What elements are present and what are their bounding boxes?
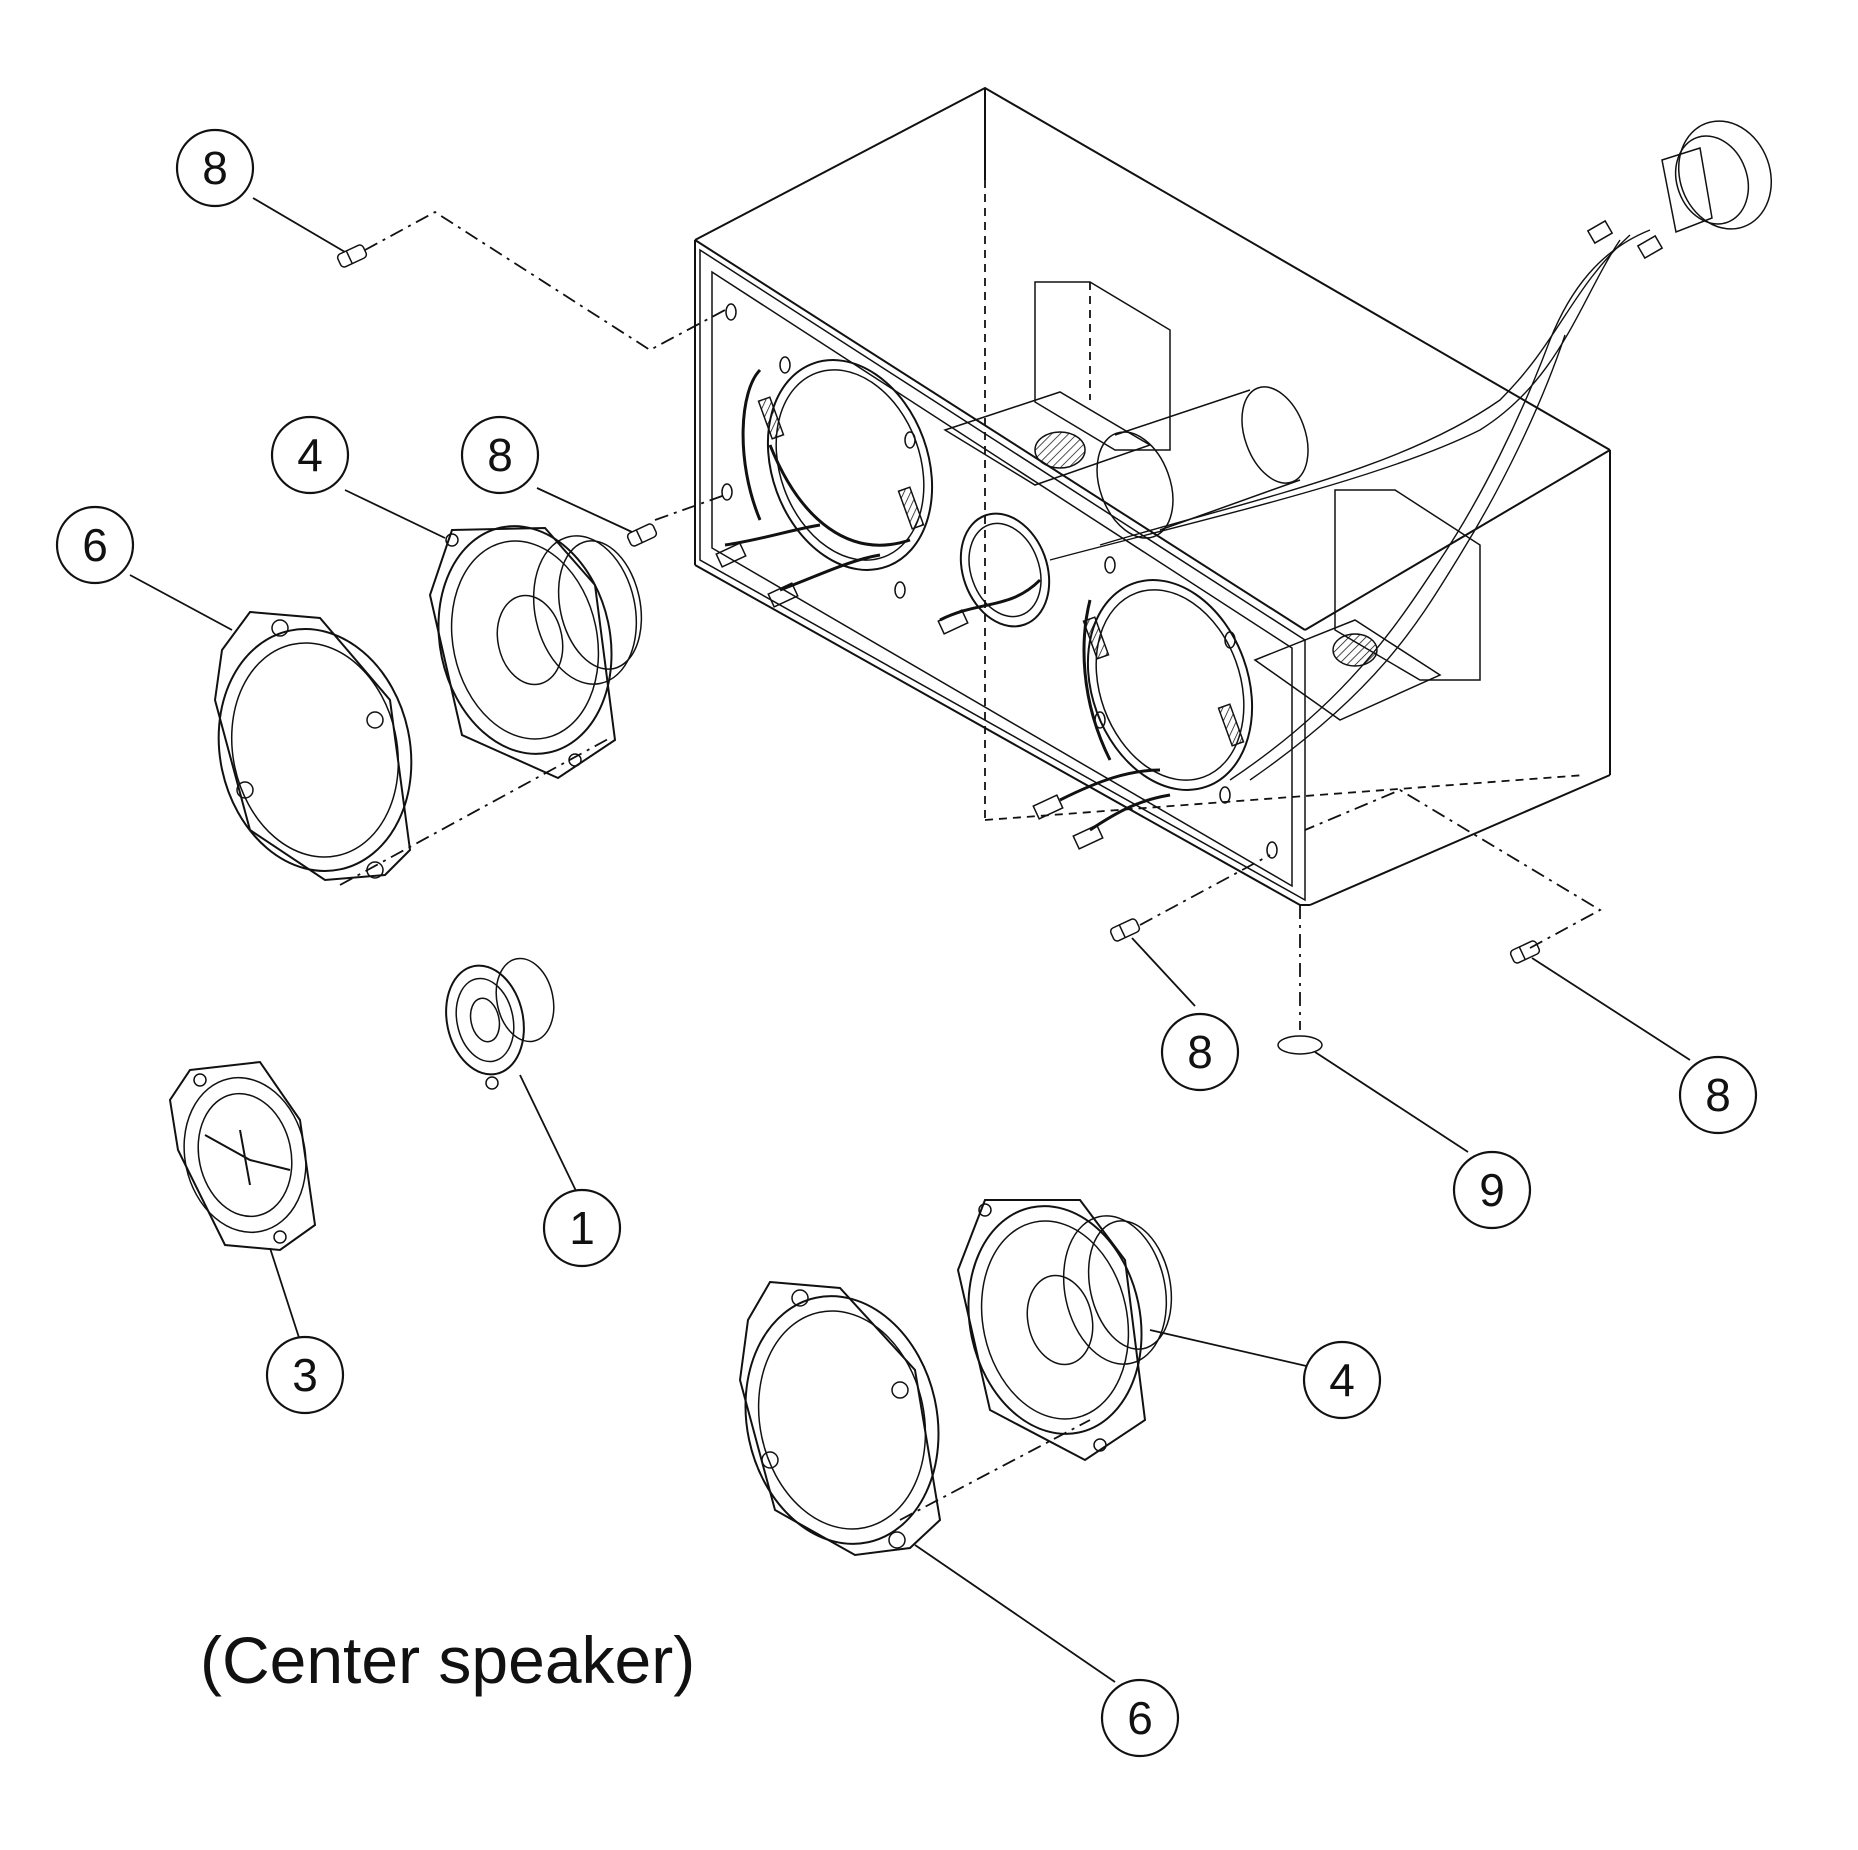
callout-3: 3 — [265, 1335, 345, 1415]
svg-text:8: 8 — [1187, 1026, 1213, 1078]
assembly-lines — [339, 210, 1602, 1521]
svg-text:4: 4 — [297, 429, 323, 481]
woofer-part-4-lower — [956, 1199, 1173, 1462]
callout-4-lower: 4 — [1302, 1340, 1382, 1420]
speaker-cabinet — [694, 86, 1773, 1055]
callout-8-top-left: 8 — [175, 128, 255, 208]
callout-8-lower-right: 8 — [1678, 1055, 1758, 1135]
callout-9: 9 — [1452, 1150, 1532, 1230]
callout-8-lower-center: 8 — [1160, 1012, 1240, 1092]
tweeter-part-1 — [445, 957, 555, 1090]
svg-text:6: 6 — [82, 519, 108, 571]
gasket-ring-part-6-upper — [213, 610, 413, 882]
callout-4-upper: 4 — [270, 415, 350, 495]
diagram-caption: (Center speaker) — [200, 1623, 695, 1697]
svg-text:8: 8 — [202, 142, 228, 194]
callout-6-upper: 6 — [55, 505, 135, 585]
svg-text:3: 3 — [292, 1349, 318, 1401]
svg-text:1: 1 — [569, 1202, 595, 1254]
svg-text:9: 9 — [1479, 1164, 1505, 1216]
woofer-part-4-upper — [428, 525, 643, 780]
callout-8-middle: 8 — [460, 415, 540, 495]
svg-text:8: 8 — [1705, 1069, 1731, 1121]
callout-6-lower: 6 — [1100, 1678, 1180, 1758]
svg-text:4: 4 — [1329, 1354, 1355, 1406]
gasket-ring-part-6-lower — [738, 1280, 942, 1557]
svg-text:6: 6 — [1127, 1692, 1153, 1744]
leader-lines — [129, 197, 1691, 1683]
tweeter-horn-part-3 — [168, 1060, 317, 1252]
callout-1: 1 — [542, 1188, 622, 1268]
svg-text:8: 8 — [487, 429, 513, 481]
screw-part-8 — [336, 244, 1541, 964]
